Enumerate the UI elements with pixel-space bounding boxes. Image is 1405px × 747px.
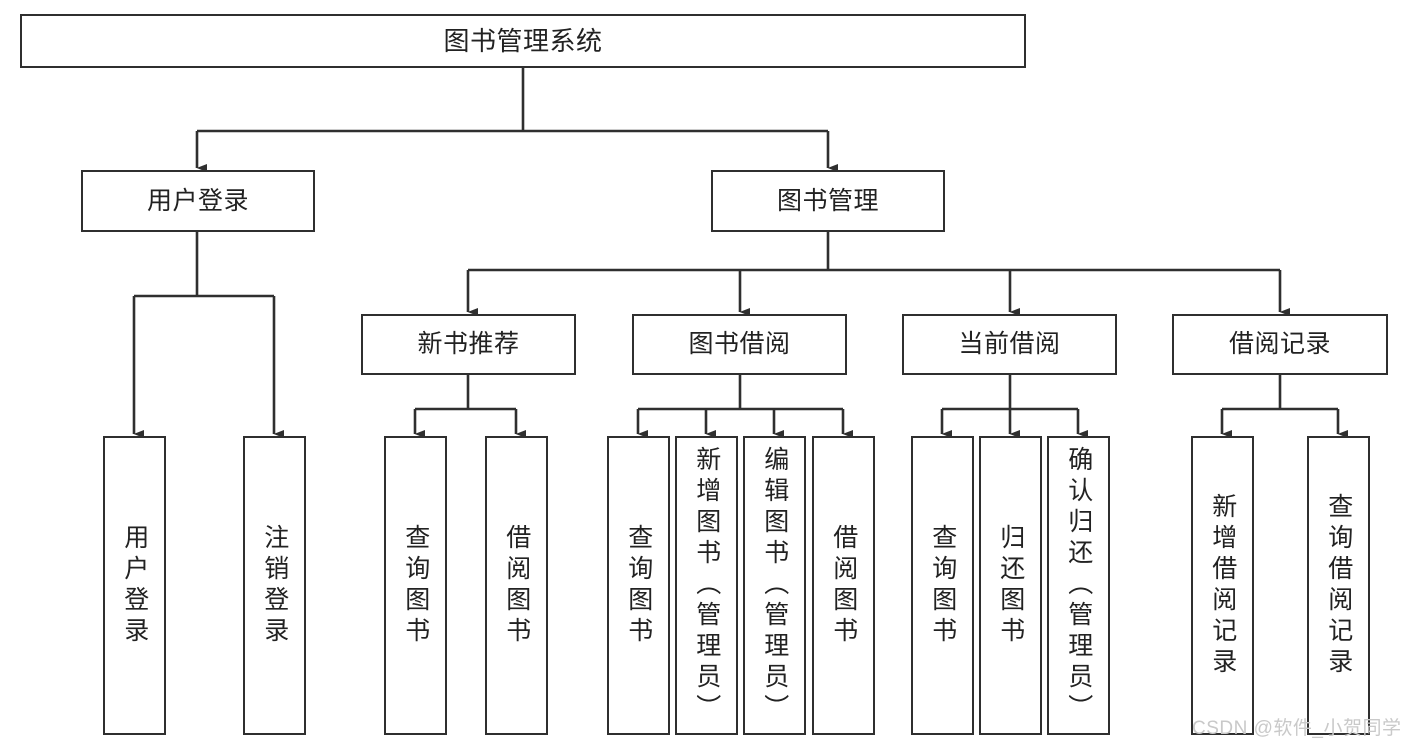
node-label: 借阅记录 bbox=[1228, 330, 1331, 358]
node-new-book-recommend[interactable]: 新书推荐 bbox=[361, 314, 576, 375]
leaf-logout-login[interactable]: 注销登录 bbox=[243, 436, 306, 735]
node-book-management[interactable]: 图书管理 bbox=[711, 170, 945, 232]
node-label: 借阅图书 bbox=[829, 523, 858, 648]
leaf-borrow-borrow-book[interactable]: 借阅图书 bbox=[812, 436, 875, 735]
leaf-record-query-borrow-record[interactable]: 查询借阅记录 bbox=[1307, 436, 1370, 735]
node-label: 归还图书 bbox=[996, 523, 1025, 648]
node-label: 新增借阅记录 bbox=[1208, 492, 1237, 679]
node-book-borrow[interactable]: 图书借阅 bbox=[632, 314, 847, 375]
leaf-recommend-borrow-book[interactable]: 借阅图书 bbox=[485, 436, 548, 735]
node-label: 当前借阅 bbox=[958, 330, 1061, 358]
node-label: 确认归还（管理员） bbox=[1064, 446, 1093, 725]
leaf-record-add-borrow-record[interactable]: 新增借阅记录 bbox=[1191, 436, 1254, 735]
node-label: 查询图书 bbox=[928, 523, 957, 648]
node-label: 图书管理系统 bbox=[443, 26, 603, 56]
leaf-current-confirm-return-admin[interactable]: 确认归还（管理员） bbox=[1047, 436, 1110, 735]
leaf-recommend-query-book[interactable]: 查询图书 bbox=[384, 436, 447, 735]
node-label: 图书管理 bbox=[776, 186, 879, 215]
leaf-current-return-book[interactable]: 归还图书 bbox=[979, 436, 1042, 735]
node-root-system[interactable]: 图书管理系统 bbox=[20, 14, 1026, 68]
node-current-borrow[interactable]: 当前借阅 bbox=[902, 314, 1117, 375]
leaf-current-query-book[interactable]: 查询图书 bbox=[911, 436, 974, 735]
node-label: 注销登录 bbox=[260, 523, 289, 648]
node-label: 查询图书 bbox=[401, 523, 430, 648]
watermark-text: CSDN @软件_小贺同学 bbox=[1192, 718, 1402, 739]
node-label: 图书借阅 bbox=[688, 330, 791, 358]
leaf-borrow-add-book-admin[interactable]: 新增图书（管理员） bbox=[675, 436, 738, 735]
leaf-borrow-query-book[interactable]: 查询图书 bbox=[607, 436, 670, 735]
node-label: 新书推荐 bbox=[417, 330, 520, 358]
node-label: 查询借阅记录 bbox=[1324, 492, 1353, 679]
node-label: 借阅图书 bbox=[502, 523, 531, 648]
node-label: 查询图书 bbox=[624, 523, 653, 648]
node-user-login[interactable]: 用户登录 bbox=[81, 170, 315, 232]
leaf-user-login[interactable]: 用户登录 bbox=[103, 436, 166, 735]
node-label: 新增图书（管理员） bbox=[692, 446, 721, 725]
node-label: 编辑图书（管理员） bbox=[760, 446, 789, 725]
leaf-borrow-edit-book-admin[interactable]: 编辑图书（管理员） bbox=[743, 436, 806, 735]
node-borrow-record[interactable]: 借阅记录 bbox=[1172, 314, 1388, 375]
node-label: 用户登录 bbox=[146, 186, 249, 215]
node-label: 用户登录 bbox=[120, 523, 149, 648]
